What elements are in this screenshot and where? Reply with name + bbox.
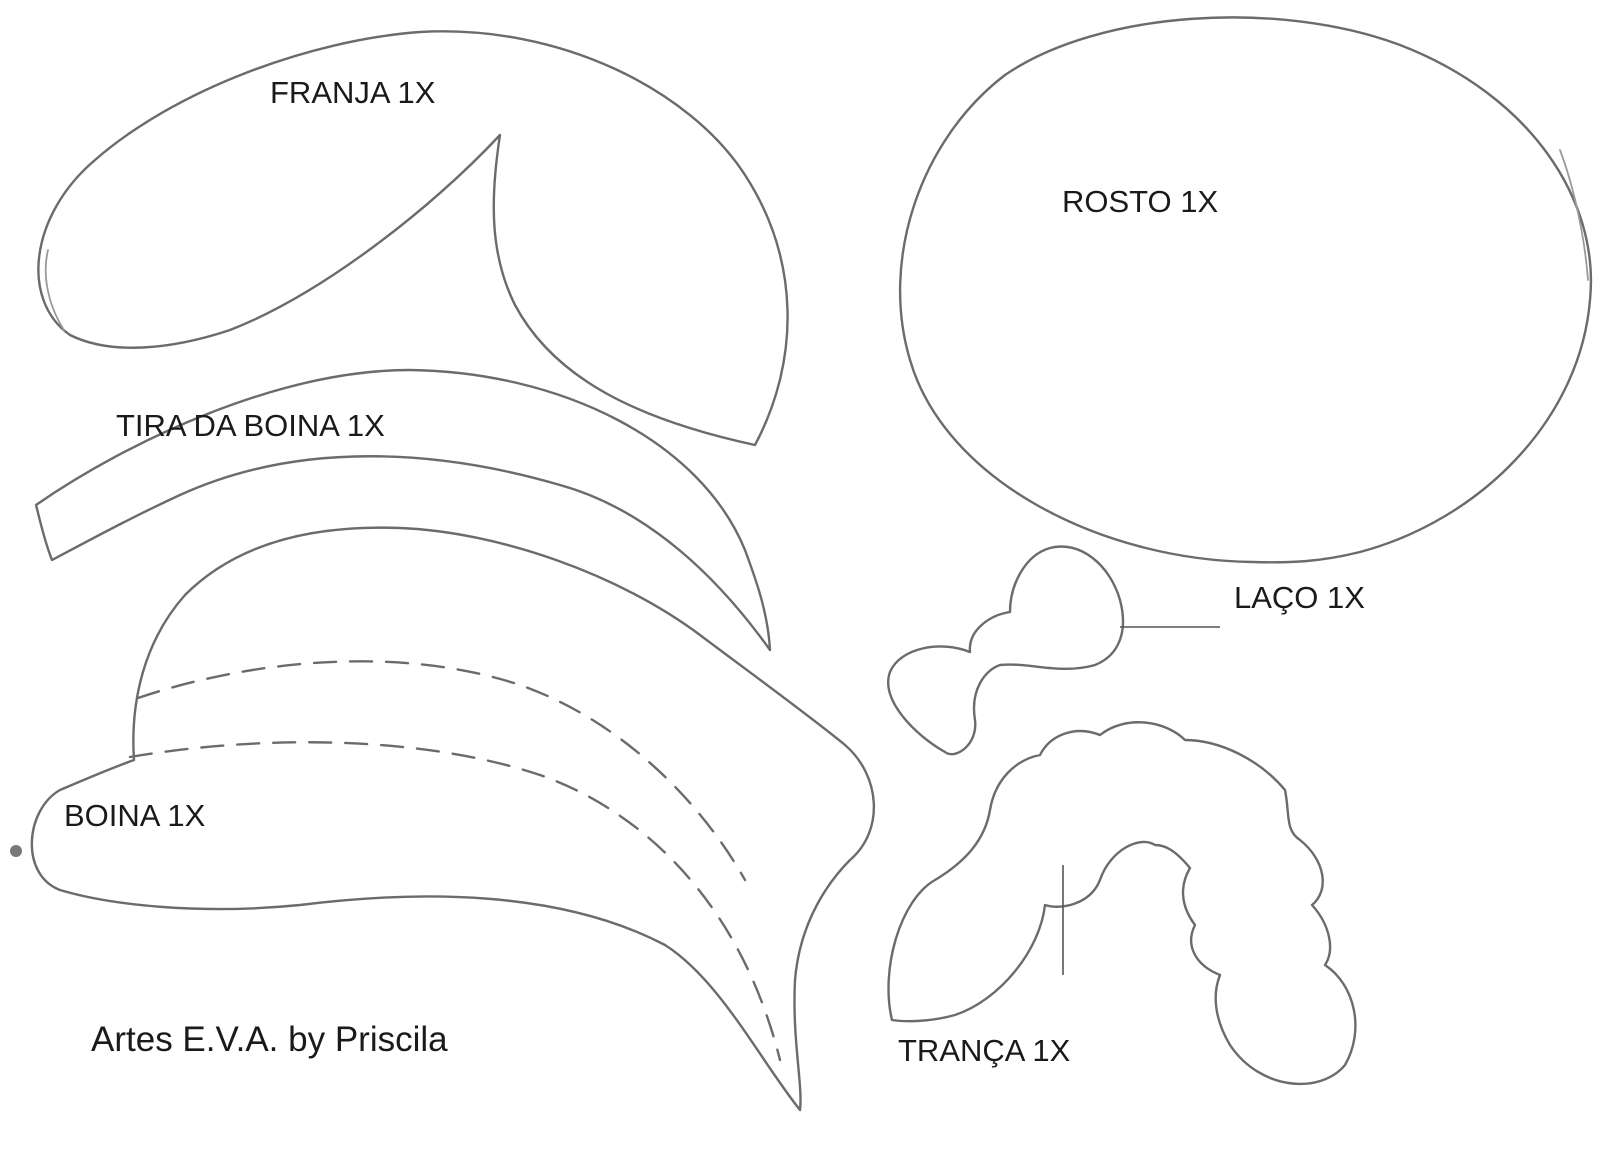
rosto-label: ROSTO 1X — [1062, 184, 1219, 219]
rosto-edge-line — [1559, 149, 1589, 281]
laco-label: LAÇO 1X — [1234, 580, 1365, 615]
franja-label: FRANJA 1X — [270, 75, 436, 110]
tira-da-boina-outline — [34, 368, 772, 652]
tira-da-boina-label: TIRA DA BOINA 1X — [116, 408, 385, 443]
franja-edge-line — [44, 249, 65, 331]
boina-dashed-line-lower — [128, 741, 782, 1062]
boina-dashed-line-upper — [136, 660, 747, 882]
tranca-label: TRANÇA 1X — [898, 1033, 1071, 1068]
boina-label: BOINA 1X — [64, 798, 206, 833]
paper-speck — [10, 845, 22, 857]
franja-outline — [37, 30, 789, 447]
laco-outline — [887, 545, 1125, 756]
boina-outline — [30, 526, 876, 1112]
tranca-outline — [887, 721, 1357, 1085]
rosto-outline — [898, 16, 1593, 564]
credit-text: Artes E.V.A. by Priscila — [91, 1020, 448, 1059]
